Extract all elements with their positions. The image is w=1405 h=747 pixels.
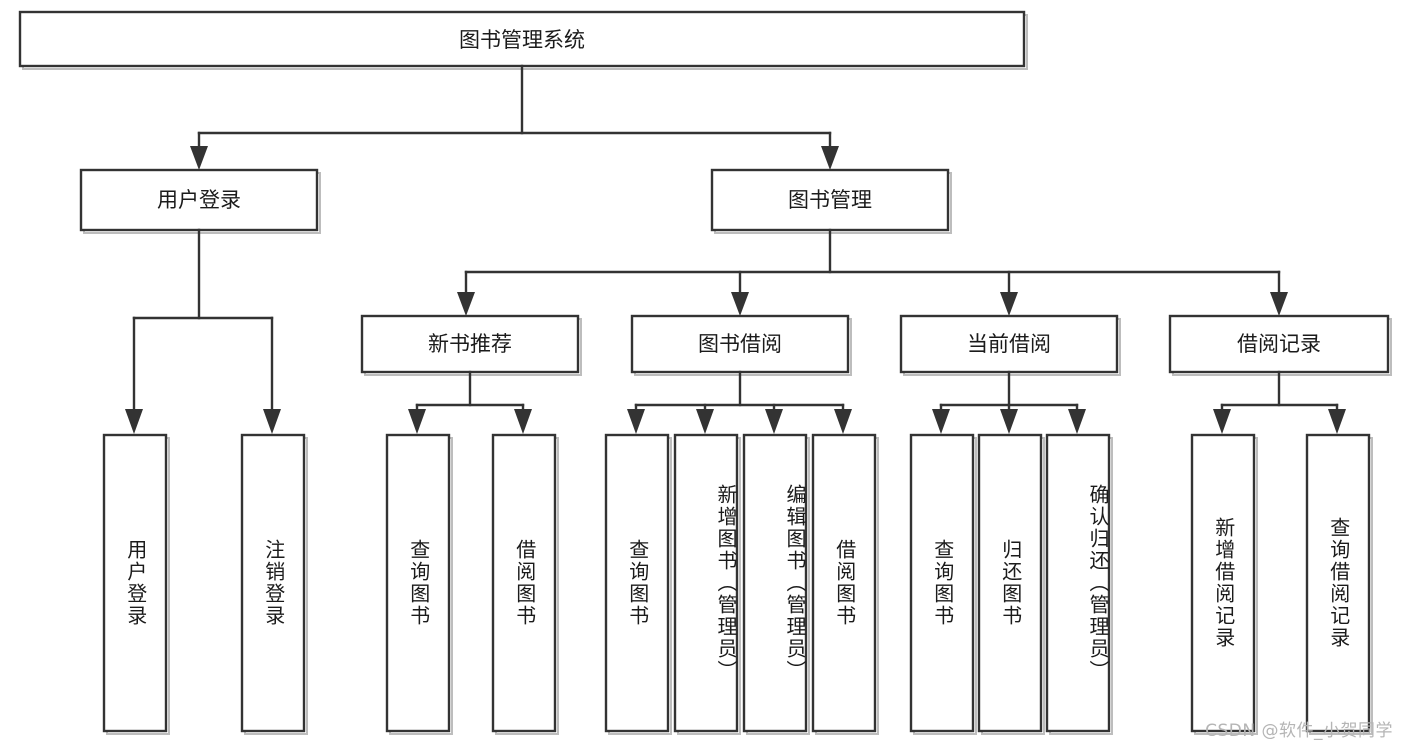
arrow-to-leaf-add-book <box>696 409 714 434</box>
leaf-box-query-book-3[interactable] <box>909 433 977 735</box>
arrow-to-current-borrow <box>1000 292 1018 316</box>
node-new-book-recommend[interactable]: 新书推荐 <box>360 314 582 376</box>
node-book-management[interactable]: 图书管理 <box>710 168 952 234</box>
node-user-login-label: 用户登录 <box>157 188 241 212</box>
arrow-to-leaf-query-record <box>1328 409 1346 434</box>
node-borrow-record[interactable]: 借阅记录 <box>1168 314 1392 376</box>
arrow-to-book-borrow <box>731 292 749 316</box>
arrow-to-leaf-add-record <box>1213 409 1231 434</box>
leaf-box-confirm-return[interactable] <box>1045 433 1113 735</box>
arrow-to-leaf-query-book-3 <box>932 409 950 434</box>
leaf-box-user-login[interactable] <box>102 433 170 735</box>
arrow-to-user-login <box>190 146 208 170</box>
leaf-box-return-book[interactable] <box>977 433 1045 735</box>
node-root-label: 图书管理系统 <box>459 28 585 52</box>
node-root[interactable]: 图书管理系统 <box>18 10 1028 70</box>
leaf-box-edit-book[interactable] <box>742 433 810 735</box>
arrow-to-leaf-edit-book <box>765 409 783 434</box>
node-book-borrow[interactable]: 图书借阅 <box>630 314 852 376</box>
node-book-management-label: 图书管理 <box>788 188 872 212</box>
arrow-to-leaf-return-book <box>1000 409 1018 434</box>
leaf-box-logout-login[interactable] <box>240 433 308 735</box>
arrow-to-leaf-query-book-1 <box>408 409 426 434</box>
arrow-to-leaf-confirm-return <box>1068 409 1086 434</box>
arrow-to-borrow-record <box>1270 292 1288 316</box>
node-borrow-record-label: 借阅记录 <box>1237 332 1321 356</box>
arrow-to-leaf-borrow-book-1 <box>514 409 532 434</box>
leaf-box-borrow-book-2[interactable] <box>811 433 879 735</box>
node-new-book-recommend-label: 新书推荐 <box>428 332 512 356</box>
arrow-to-book-management <box>821 146 839 170</box>
arrow-to-leaf-borrow-book-2 <box>834 409 852 434</box>
node-current-borrow-label: 当前借阅 <box>967 332 1051 356</box>
arrow-to-leaf-query-book-2 <box>627 409 645 434</box>
arrow-to-new-book-recommend <box>457 292 475 316</box>
arrow-to-leaf-user-login <box>125 409 143 434</box>
leaf-box-add-record[interactable] <box>1190 433 1258 735</box>
leaf-box-query-book-1[interactable] <box>385 433 453 735</box>
leaf-box-query-book-2[interactable] <box>604 433 672 735</box>
node-current-borrow[interactable]: 当前借阅 <box>899 314 1121 376</box>
leaf-box-borrow-book-1[interactable] <box>491 433 559 735</box>
arrow-to-leaf-logout-login <box>263 409 281 434</box>
node-user-login[interactable]: 用户登录 <box>79 168 321 234</box>
node-book-borrow-label: 图书借阅 <box>698 332 782 356</box>
watermark-text: CSDN @软件_小贺同学 <box>1205 721 1393 741</box>
leaf-box-query-record[interactable] <box>1305 433 1373 735</box>
leaf-box-add-book[interactable] <box>673 433 741 735</box>
